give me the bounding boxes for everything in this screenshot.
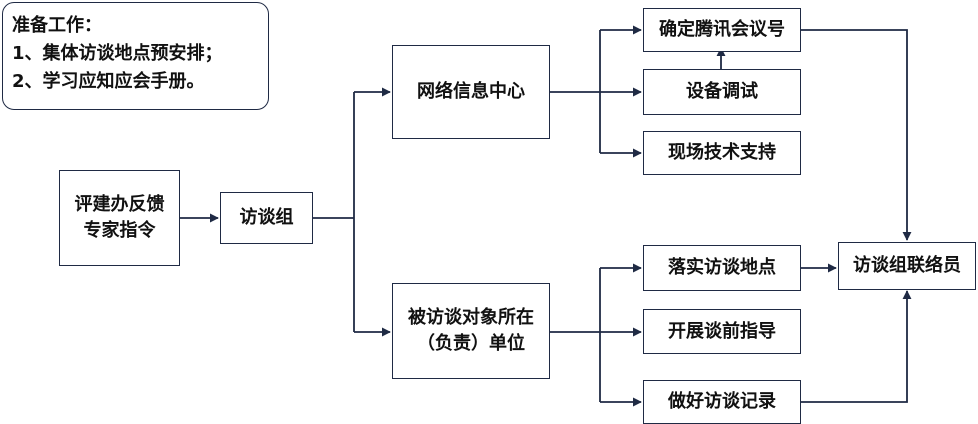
node-unit-line: （负责）单位 xyxy=(417,333,525,354)
node-tech-support-label: 现场技术支持 xyxy=(668,142,776,163)
node-network-center-label: 网络信息中心 xyxy=(417,81,525,102)
preparation-note: 准备工作： 1、集体访谈地点预安排； 2、学习应知应会手册。 xyxy=(2,2,269,110)
node-tech-support: 现场技术支持 xyxy=(643,131,801,175)
node-record-label: 做好访谈记录 xyxy=(668,391,776,412)
node-liaison-label: 访谈组联络员 xyxy=(853,255,961,276)
node-source-line: 专家指令 xyxy=(83,220,156,241)
node-device-debug: 设备调试 xyxy=(643,69,801,115)
node-record: 做好访谈记录 xyxy=(643,380,801,424)
node-interview-group-label: 访谈组 xyxy=(239,207,294,228)
node-device-debug-label: 设备调试 xyxy=(686,81,758,102)
preparation-item: 1、集体访谈地点预安排； xyxy=(12,43,223,64)
node-unit-line: 被访谈对象所在 xyxy=(408,307,534,328)
node-pre-guidance-label: 开展谈前指导 xyxy=(668,320,776,342)
node-pre-guidance: 开展谈前指导 xyxy=(643,309,801,354)
arrow-record-to-liaison xyxy=(801,290,912,403)
node-tencent-meeting-id: 确定腾讯会议号 xyxy=(643,8,801,52)
preparation-item: 2、学习应知应会手册。 xyxy=(12,71,205,92)
node-network-center: 网络信息中心 xyxy=(392,45,550,139)
node-unit: 被访谈对象所在 （负责）单位 xyxy=(392,283,550,379)
arrow-tencent-to-liaison xyxy=(801,29,912,241)
node-liaison: 访谈组联络员 xyxy=(838,242,976,290)
node-source-line: 评建办反馈 xyxy=(74,194,165,215)
node-location: 落实访谈地点 xyxy=(643,245,801,291)
preparation-title: 准备工作： xyxy=(12,15,102,36)
node-interview-group: 访谈组 xyxy=(220,192,313,244)
node-source: 评建办反馈 专家指令 xyxy=(59,170,180,266)
node-tencent-meeting-id-label: 确定腾讯会议号 xyxy=(659,19,785,40)
node-location-label: 落实访谈地点 xyxy=(668,257,776,278)
